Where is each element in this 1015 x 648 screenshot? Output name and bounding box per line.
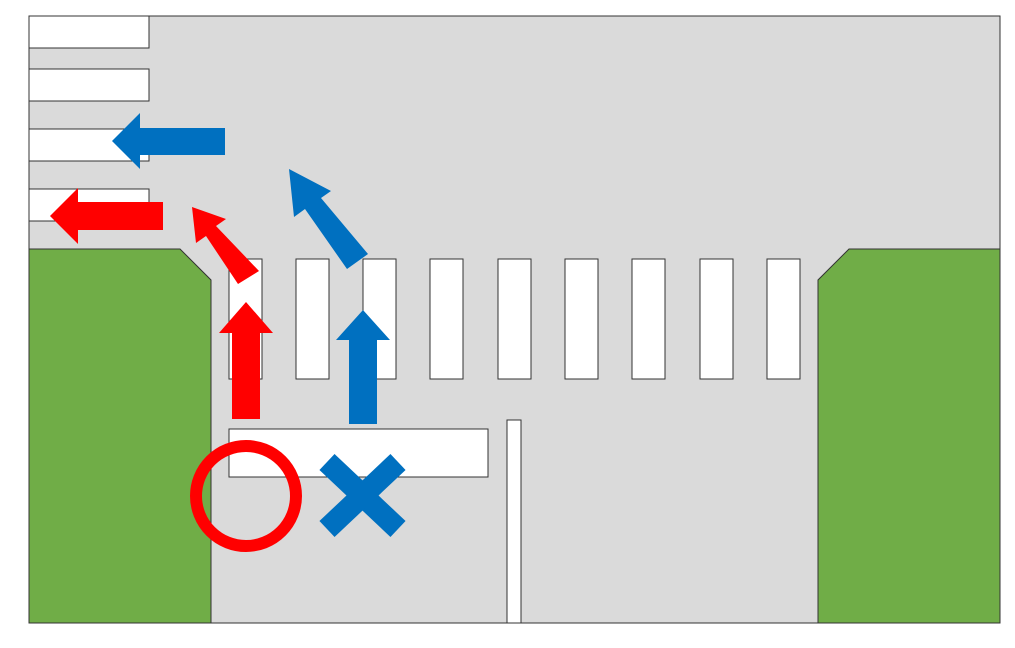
red-arrow-left xyxy=(50,188,163,244)
grass-left xyxy=(28,248,212,624)
grass-right xyxy=(817,248,1001,624)
blue-arrow-left xyxy=(112,113,225,169)
crosswalk-left-stripe xyxy=(28,15,150,49)
crosswalk-left-stripe xyxy=(28,68,150,102)
circle-symbol xyxy=(190,440,302,552)
crosswalk-left xyxy=(28,15,150,222)
red-arrow-up xyxy=(219,302,273,419)
blue-arrow-diagonal xyxy=(289,169,368,269)
correct-route-arrows xyxy=(50,188,273,419)
crosswalk-stripe xyxy=(564,258,599,380)
center-line xyxy=(506,419,522,624)
crosswalk-stripe xyxy=(497,258,532,380)
crosswalk-stripe xyxy=(295,258,330,380)
crosswalk-stripe xyxy=(429,258,464,380)
crosswalk-main xyxy=(228,258,801,380)
cross-stroke xyxy=(319,453,406,538)
incorrect-route-arrows xyxy=(112,113,390,424)
red-arrow-diagonal xyxy=(192,207,259,284)
blue-arrow-up xyxy=(336,310,390,424)
crosswalk-stripe xyxy=(766,258,801,380)
crosswalk-stripe xyxy=(699,258,734,380)
cross-symbol xyxy=(319,453,406,538)
crosswalk-stripe xyxy=(631,258,666,380)
